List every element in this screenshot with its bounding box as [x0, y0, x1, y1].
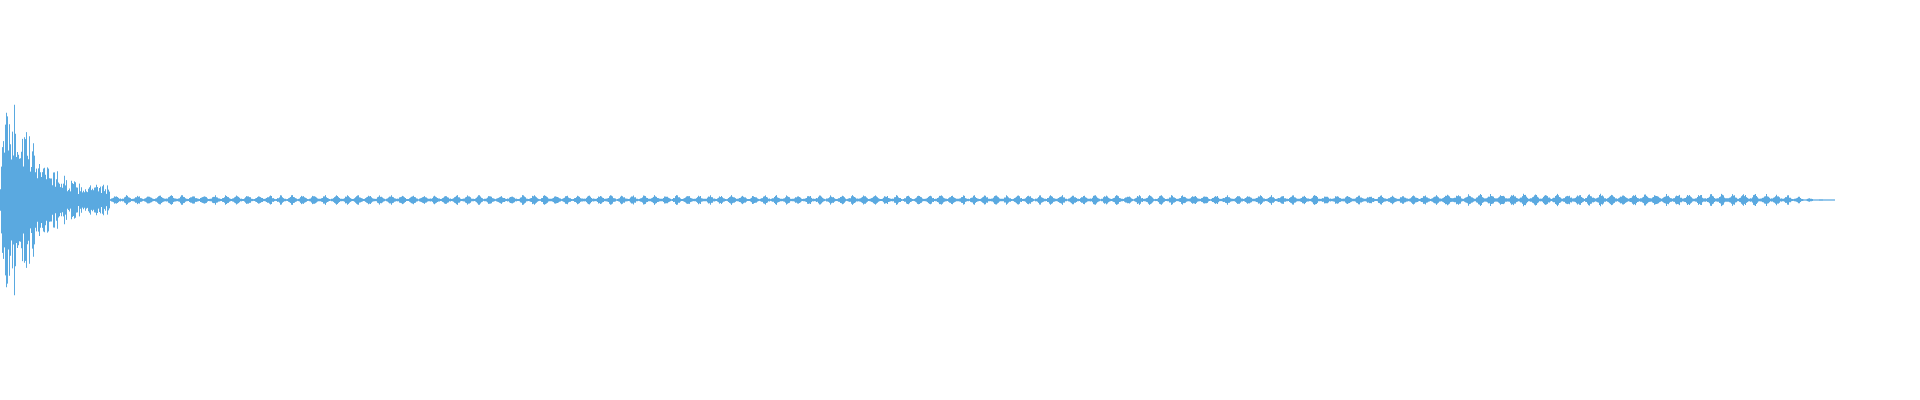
waveform-trace	[0, 104, 1835, 296]
